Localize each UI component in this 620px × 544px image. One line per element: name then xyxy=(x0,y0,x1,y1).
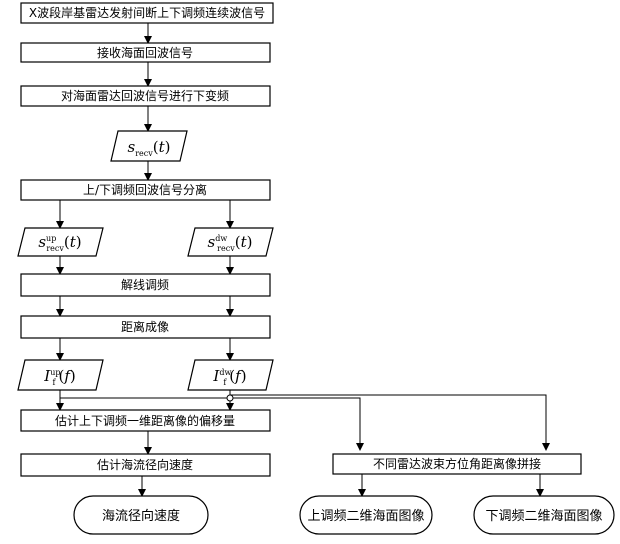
signal-i-up: Iupf(f) xyxy=(18,360,103,390)
step-downconvert: 对海面雷达回波信号进行下变频 xyxy=(21,86,270,106)
step-dechirp-label: 解线调频 xyxy=(121,278,169,292)
output-velocity-label: 海流径向速度 xyxy=(102,508,180,524)
output-down-image: 下调频二维海面图像 xyxy=(474,496,614,534)
step-transmit-label: X波段岸基雷达发射间断上下调频连续波信号 xyxy=(29,5,265,20)
step-estimate-offset-label: 估计上下调频一维距离像的偏移量 xyxy=(55,413,235,428)
step-estimate-velocity-label: 估计海流径向速度 xyxy=(97,457,193,472)
step-stitch-label: 不同雷达波束方位角距离像拼接 xyxy=(373,456,541,471)
step-range-imaging-label: 距离成像 xyxy=(121,319,169,334)
signal-i-up-label: Iupf(f) xyxy=(43,367,75,387)
step-estimate-offset: 估计上下调频一维距离像的偏移量 xyxy=(21,410,270,431)
signal-i-dw-label: Idwf(f) xyxy=(212,367,246,387)
step-transmit: X波段岸基雷达发射间断上下调频连续波信号 xyxy=(21,3,273,23)
arrow-i-dw-to-stitch xyxy=(230,395,546,450)
signal-s-recv-up: suprecv(t) xyxy=(18,228,103,256)
step-dechirp: 解线调频 xyxy=(21,274,270,296)
step-separate-label: 上/下调频回波信号分离 xyxy=(83,182,207,197)
signal-s-recv-dw: sdwrecv(t) xyxy=(188,228,273,256)
crossover-marker xyxy=(227,395,233,401)
step-receive: 接收海面回波信号 xyxy=(21,43,270,62)
signal-i-dw: Idwf(f) xyxy=(188,360,273,390)
step-range-imaging: 距离成像 xyxy=(21,316,270,338)
step-receive-label: 接收海面回波信号 xyxy=(97,45,193,60)
signal-s-recv: srecv(t) xyxy=(111,131,187,161)
step-separate: 上/下调频回波信号分离 xyxy=(21,180,270,200)
output-velocity: 海流径向速度 xyxy=(74,496,208,534)
step-downconvert-label: 对海面雷达回波信号进行下变频 xyxy=(61,88,229,103)
output-down-image-label: 下调频二维海面图像 xyxy=(485,509,602,524)
output-up-image: 上调频二维海面图像 xyxy=(300,496,432,534)
step-estimate-velocity: 估计海流径向速度 xyxy=(21,454,270,476)
step-stitch: 不同雷达波束方位角距离像拼接 xyxy=(333,454,581,474)
output-up-image-label: 上调频二维海面图像 xyxy=(307,509,424,524)
